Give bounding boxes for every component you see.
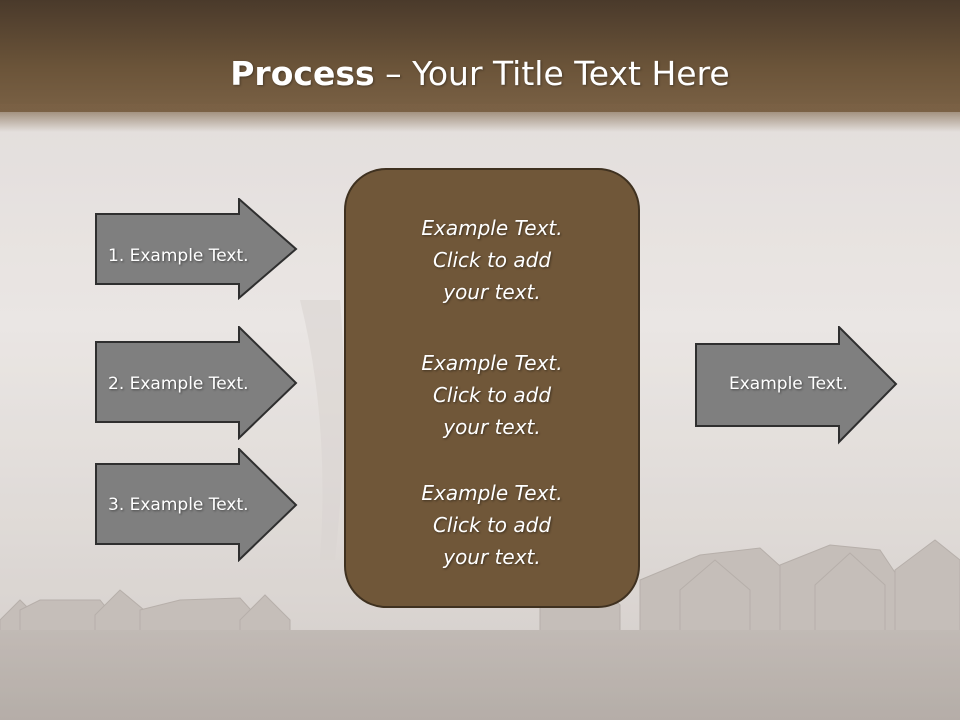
process-text-1-line-3: your text. <box>443 280 541 304</box>
process-text-1-line-2: Click to add <box>432 248 552 272</box>
process-text-block-1[interactable]: Example Text. Click to add your text. <box>344 212 640 308</box>
process-text-3-line-1: Example Text. <box>421 481 563 505</box>
process-text-2-line-2: Click to add <box>432 383 552 407</box>
process-text-3-line-3: your text. <box>443 545 541 569</box>
input-arrow-1[interactable] <box>94 198 300 300</box>
process-box[interactable] <box>344 168 640 608</box>
process-text-1-line-1: Example Text. <box>421 216 563 240</box>
slide-title-rest: – Your Title Text Here <box>374 54 730 93</box>
input-arrow-2-label: 2. Example Text. <box>108 374 249 394</box>
title-band-fade <box>0 104 960 132</box>
process-text-2-line-1: Example Text. <box>421 351 563 375</box>
process-text-block-3[interactable]: Example Text. Click to add your text. <box>344 477 640 573</box>
output-arrow[interactable] <box>694 326 900 446</box>
slide-title-bold: Process <box>230 54 375 93</box>
process-text-3-line-2: Click to add <box>432 513 552 537</box>
process-text-2-line-3: your text. <box>443 415 541 439</box>
input-arrow-3-label: 3. Example Text. <box>108 495 249 515</box>
output-arrow-label: Example Text. <box>729 374 848 394</box>
process-text-block-2[interactable]: Example Text. Click to add your text. <box>344 347 640 443</box>
input-arrow-3[interactable] <box>94 448 300 562</box>
title-band <box>0 0 960 112</box>
slide-title[interactable]: Process – Your Title Text Here <box>0 52 960 96</box>
input-arrow-1-label: 1. Example Text. <box>108 246 249 266</box>
input-arrow-2[interactable] <box>94 326 300 440</box>
